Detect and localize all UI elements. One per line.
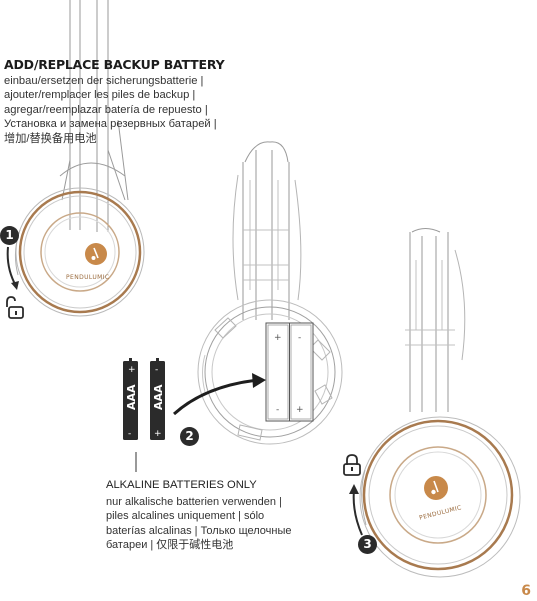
svg-text:AAA: AAA (152, 384, 165, 410)
page-number: 6 (521, 583, 531, 599)
title-translations: einbau/ersetzen der sicherungsbatterie |… (4, 74, 217, 146)
aaa-battery-2: - + AAA (150, 358, 165, 440)
insert-arrow (172, 373, 266, 416)
note-line: piles alcalines uniquement | sólo (106, 510, 265, 523)
brand-mark-1 (85, 243, 107, 265)
svg-text:+: + (296, 405, 304, 415)
lock-closed-icon (343, 454, 361, 476)
battery-note-title: ALKALINE BATTERIES ONLY (106, 479, 257, 491)
step-3-badge: 3 (358, 535, 377, 554)
svg-text:-: - (298, 333, 301, 343)
step-2-badge: 2 (180, 427, 199, 446)
page-title: ADD/REPLACE BACKUP BATTERY (4, 57, 225, 72)
note-line: батареи | 仅限于碱性电池 (106, 539, 234, 552)
svg-text:-: - (276, 405, 279, 415)
svg-text:-: - (128, 429, 131, 439)
aaa-battery-1: + - AAA (123, 358, 138, 440)
svg-text:+: + (274, 333, 282, 343)
headphone-right (359, 228, 521, 578)
arrow-icon (349, 484, 363, 536)
svg-text:-: - (155, 365, 158, 375)
battery-note-translations: nur alkalische batterien verwenden | pil… (106, 495, 292, 553)
headphone-left (14, 0, 145, 317)
note-line: baterías alcalinas | Только щелочные (106, 524, 292, 537)
translation-ru: Установка и замена резервных батарей | (4, 118, 217, 131)
brand-text-1: PENDULUMIC (66, 274, 109, 281)
brand-mark-2 (424, 476, 448, 500)
translation-es: agregar/reemplazar batería de repuesto | (4, 103, 208, 116)
arrow-icon (6, 246, 19, 290)
battery-compartment: + - - + (265, 322, 314, 422)
brand-text-2: PENDULUMIC (419, 504, 463, 521)
translation-zh: 增加/替换备用电池 (4, 132, 97, 145)
translation-de: einbau/ersetzen der sicherungsbatterie | (4, 75, 204, 87)
step-1-badge: 1 (0, 226, 19, 245)
svg-text:+: + (128, 365, 136, 375)
note-line: nur alkalische batterien verwenden | (106, 496, 282, 508)
svg-text:+: + (154, 429, 162, 439)
translation-fr: ajouter/remplacer les piles de backup | (4, 89, 196, 102)
lock-open-icon (6, 296, 24, 319)
svg-text:AAA: AAA (125, 384, 138, 410)
